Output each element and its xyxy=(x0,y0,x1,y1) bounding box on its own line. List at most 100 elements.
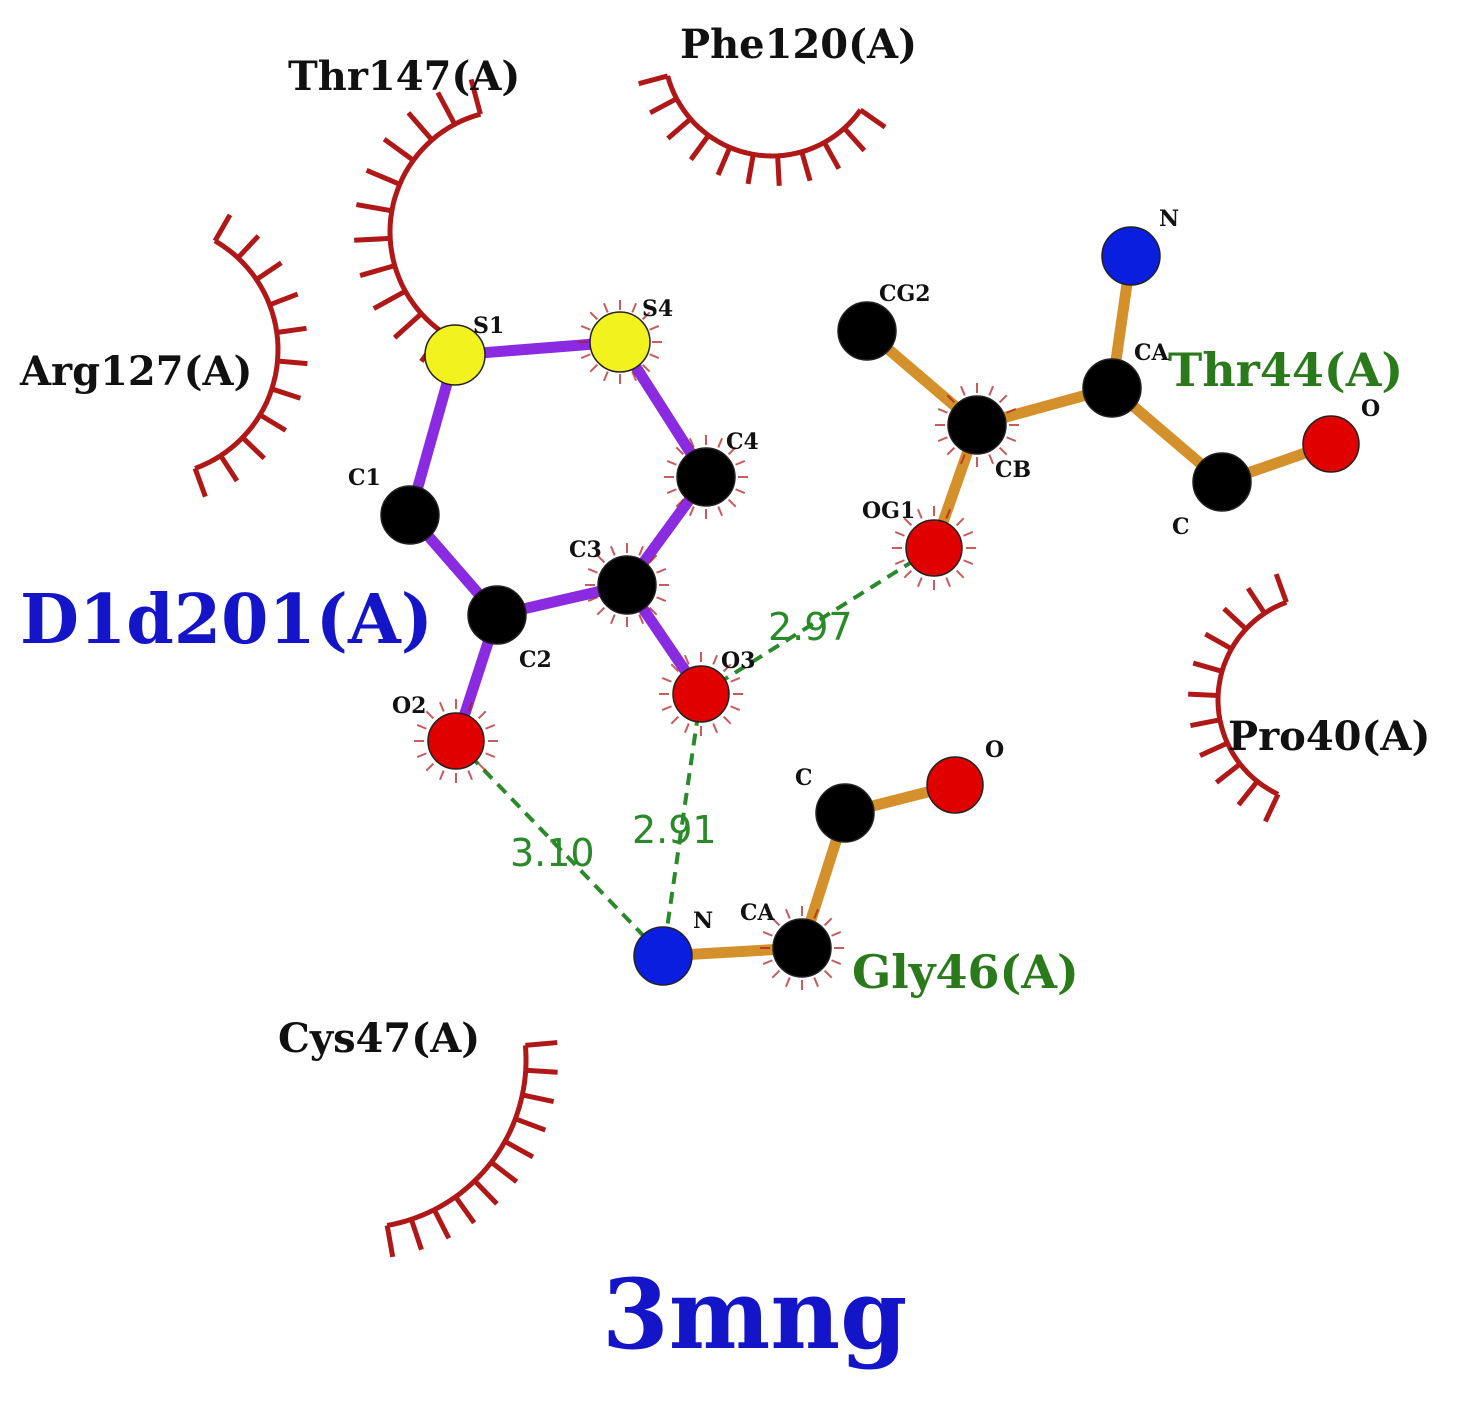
contact-spoke xyxy=(960,454,966,465)
contact-spoke xyxy=(831,931,842,937)
atom-c2 xyxy=(467,585,527,645)
contact-spoke xyxy=(831,959,842,965)
contact-spoke xyxy=(641,363,651,373)
atom-t_o xyxy=(1302,415,1360,473)
atom-c3 xyxy=(597,555,657,615)
hbond-distance-label: 2.91 xyxy=(632,808,717,852)
contact-spoke xyxy=(946,394,956,404)
atom-label-s4: S4 xyxy=(642,296,673,322)
contact-spoke xyxy=(684,654,690,665)
contact-spoke xyxy=(596,606,606,616)
contact-spoke xyxy=(603,371,609,382)
contact-spoke xyxy=(1006,436,1017,442)
hydrophobic-arc-tick xyxy=(277,358,308,367)
atom-c4 xyxy=(676,447,736,507)
residue-name-gly46: Gly46(A) xyxy=(852,945,1079,999)
hydrophobic-arc-tick xyxy=(775,155,782,186)
contact-spoke xyxy=(963,531,974,537)
residue-name-cys47: Cys47(A) xyxy=(278,1015,480,1062)
atom-t_ca xyxy=(1082,358,1142,418)
hbond-distance-label: 3.10 xyxy=(510,831,595,875)
contact-spoke xyxy=(425,710,435,720)
contact-spoke xyxy=(785,977,791,988)
contact-spoke xyxy=(596,554,606,564)
contact-spoke xyxy=(717,437,723,448)
hydrophobic-arc-tick xyxy=(638,73,669,87)
atom-g_n xyxy=(633,926,693,986)
contact-spoke xyxy=(712,654,718,665)
hydrophobic-arc-tick xyxy=(453,1195,477,1225)
contact-spoke xyxy=(903,517,913,527)
hydrophobic-arc-tick xyxy=(745,153,756,185)
hydrophobic-arc-tick xyxy=(1199,740,1229,758)
atom-label-t_ca: CA xyxy=(1134,340,1170,366)
atom-label-c1: C1 xyxy=(348,465,381,491)
contact-spoke xyxy=(785,908,791,919)
contact-spoke xyxy=(661,705,672,711)
hydrophobic-arc-curve xyxy=(387,111,482,334)
hydrophobic-arc-tick xyxy=(1214,762,1242,785)
residue-name-arg127: Arg127(A) xyxy=(19,348,252,395)
hydrophobic-arc-tick xyxy=(648,96,678,115)
hydrophobic-arc-tick xyxy=(240,435,266,461)
contact-spoke xyxy=(589,363,599,373)
hydrophobic-arc-pro40 xyxy=(1188,573,1289,823)
contact-spoke xyxy=(894,531,905,537)
contact-spoke xyxy=(610,545,616,556)
hydrophobic-arc-tick xyxy=(525,1067,558,1075)
contact-spoke xyxy=(638,545,644,556)
hydrophobic-arc-tick xyxy=(715,146,733,177)
contact-spoke xyxy=(903,569,913,579)
contact-spoke xyxy=(587,596,598,602)
contact-spoke xyxy=(937,408,948,414)
contact-highlight xyxy=(578,300,662,384)
atom-label-t_cg2: CG2 xyxy=(879,281,931,307)
hydrophobic-arc-tick xyxy=(236,234,261,260)
atom-label-g_c: C xyxy=(795,765,813,791)
contact-spoke xyxy=(762,959,773,965)
hydrophobic-arc-tick xyxy=(212,213,233,243)
contact-spoke xyxy=(467,770,473,781)
hydrophobic-arc-arg127 xyxy=(192,213,308,498)
hydrophobic-arc-tick xyxy=(468,78,483,115)
atom-t_cb xyxy=(947,395,1007,455)
contact-spoke xyxy=(610,614,616,625)
hydrophobic-arc-tick xyxy=(1263,793,1281,823)
contact-spoke xyxy=(416,724,427,730)
contact-spoke xyxy=(631,371,637,382)
contact-spoke xyxy=(670,715,680,725)
contact-spoke xyxy=(998,394,1008,404)
hydrophobic-arc-tick xyxy=(514,1116,547,1133)
contact-spoke xyxy=(823,969,833,979)
contact-spoke xyxy=(587,568,598,574)
atom-label-g_ca: CA xyxy=(740,900,776,926)
contact-spoke xyxy=(813,908,819,919)
contact-spoke xyxy=(416,752,427,758)
contact-highlight xyxy=(414,699,498,783)
contact-spoke xyxy=(666,488,677,494)
contact-spoke xyxy=(425,762,435,772)
hydrophobic-arc-curve xyxy=(194,238,281,471)
contact-spoke xyxy=(730,677,741,683)
contact-spoke xyxy=(955,517,965,527)
hbond-line xyxy=(454,739,665,958)
hydrophobic-arc-tick xyxy=(355,202,393,214)
residue-name-thr44: Thr44(A) xyxy=(1168,343,1403,397)
hydrophobic-arc-tick xyxy=(1192,660,1223,674)
hydrophobic-arc-tick xyxy=(271,386,302,401)
contact-highlight xyxy=(760,906,844,990)
contact-spoke xyxy=(727,498,737,508)
contact-spoke xyxy=(712,723,718,734)
ligand-name: D1d201(A) xyxy=(20,580,433,660)
contact-spoke xyxy=(917,508,923,519)
contact-spoke xyxy=(894,559,905,565)
atom-label-t_o: O xyxy=(1361,396,1380,422)
hydrophobic-arc-tick xyxy=(255,260,283,282)
contact-spoke xyxy=(661,677,672,683)
hydrophobic-arc-tick xyxy=(1236,779,1260,807)
contact-spoke xyxy=(649,325,660,331)
hbond-line xyxy=(699,546,936,696)
hydrophobic-arc-tick xyxy=(192,467,208,498)
hydrophobic-arc-tick xyxy=(503,1139,535,1160)
hydrophobic-arc-tick xyxy=(1245,586,1267,615)
